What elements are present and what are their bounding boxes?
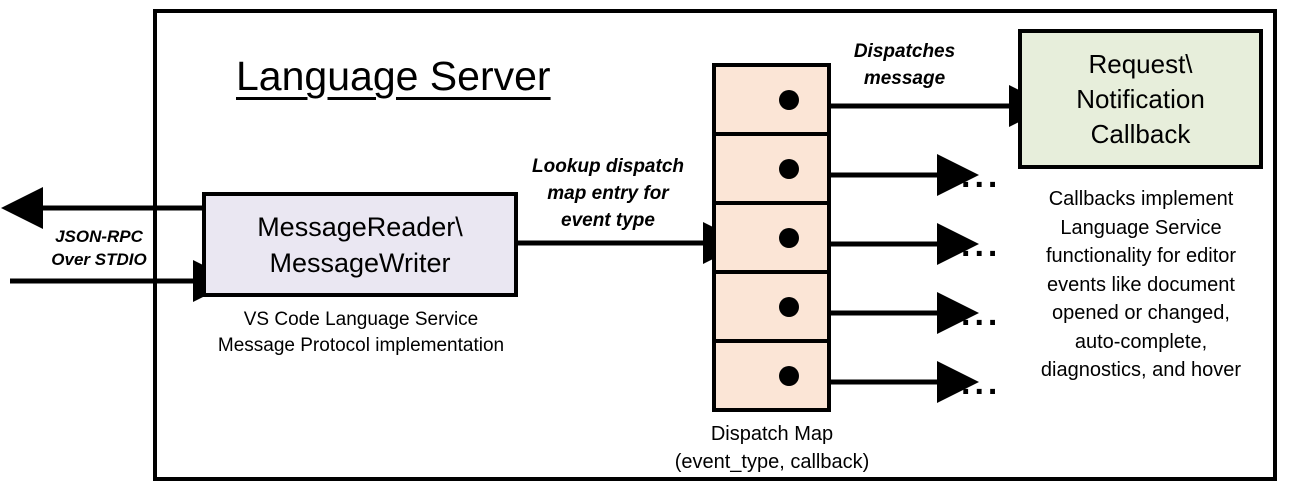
message-reader-writer-box[interactable]: MessageReader\ MessageWriter xyxy=(202,192,518,297)
message-caption-line2: Message Protocol implementation xyxy=(217,335,505,356)
dispatch-map-row[interactable] xyxy=(716,67,827,136)
callback-caption-line3: functionality for editor xyxy=(1045,245,1237,267)
page-title: Language Server xyxy=(236,53,551,99)
language-server-frame xyxy=(153,9,1277,481)
entry-dot-icon xyxy=(779,89,799,110)
callback-caption-line6: auto-complete, xyxy=(1074,330,1208,353)
dispatch-map-row[interactable] xyxy=(716,274,827,343)
lookup-label-line1: Lookup dispatch xyxy=(532,156,684,177)
jsonrpc-label-line1: JSON-RPC xyxy=(55,227,143,246)
dispatch-row-3-ellipsis: ... xyxy=(961,226,1002,264)
callback-caption-line1: Callbacks implement xyxy=(1048,188,1234,210)
entry-dot-icon xyxy=(779,365,799,386)
entry-dot-icon xyxy=(779,227,799,248)
jsonrpc-label-line2: Over STDIO xyxy=(51,250,147,269)
dispatch-caption-line1: Dispatch Map xyxy=(710,423,834,445)
callback-box-caption: Callbacks implement Language Service fun… xyxy=(1006,185,1276,385)
message-box-line2: MessageWriter xyxy=(269,247,451,278)
dispatches-label-line1: Dispatches xyxy=(853,41,956,62)
callback-caption-line5: opened or changed, xyxy=(1052,302,1230,324)
callback-caption-line2: Language Service xyxy=(1060,216,1222,239)
message-box-caption: VS Code Language Service Message Protoco… xyxy=(196,307,526,359)
message-box-text: MessageReader\ MessageWriter xyxy=(257,209,463,281)
lookup-label-line3: event type xyxy=(561,210,655,231)
dispatch-row-4-ellipsis: ... xyxy=(961,295,1002,333)
dispatch-map-table[interactable] xyxy=(712,63,831,412)
message-box-line1: MessageReader\ xyxy=(257,211,463,242)
entry-dot-icon xyxy=(779,296,799,317)
dispatch-row-2-ellipsis: ... xyxy=(961,157,1002,195)
callback-box-text: Request\ Notification Callback xyxy=(1076,47,1205,152)
dispatch-map-row[interactable] xyxy=(716,205,827,274)
entry-dot-icon xyxy=(779,158,799,179)
callback-box-line3: Callback xyxy=(1090,118,1191,149)
dispatch-caption-line2: (event_type, callback) xyxy=(674,451,870,473)
dispatch-map-row[interactable] xyxy=(716,343,827,408)
callback-box-line2: Notification xyxy=(1076,83,1205,114)
callback-caption-line7: diagnostics, and hover xyxy=(1040,359,1242,381)
dispatch-row-5-ellipsis: ... xyxy=(961,364,1002,402)
callback-box-line1: Request\ xyxy=(1088,48,1193,79)
lookup-dispatch-label: Lookup dispatch map entry for event type xyxy=(518,153,698,234)
jsonrpc-transport-label: JSON-RPC Over STDIO xyxy=(34,225,164,271)
dispatches-message-label: Dispatches message xyxy=(832,38,977,92)
message-caption-line1: VS Code Language Service xyxy=(243,309,479,330)
lookup-label-line2: map entry for xyxy=(547,183,669,204)
dispatch-map-row[interactable] xyxy=(716,136,827,205)
dispatch-map-caption: Dispatch Map (event_type, callback) xyxy=(652,420,892,476)
callback-caption-line4: events like document xyxy=(1047,273,1235,296)
request-notification-callback-box[interactable]: Request\ Notification Callback xyxy=(1018,29,1263,169)
dispatches-label-line2: message xyxy=(863,68,946,89)
